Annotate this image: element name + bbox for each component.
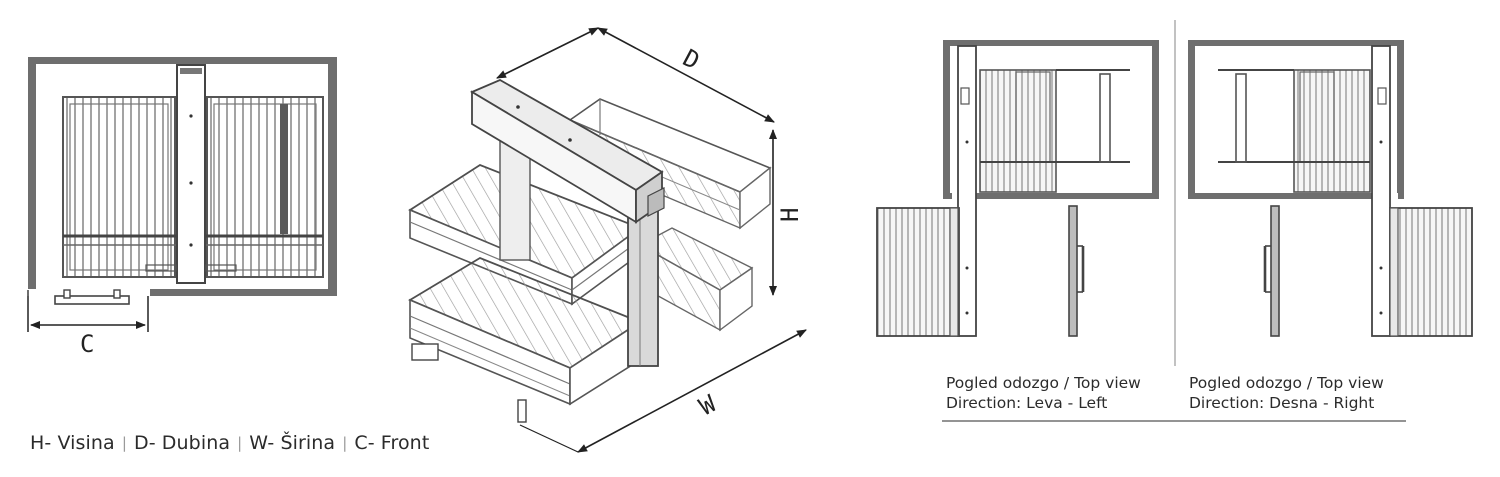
legend-separator: | xyxy=(121,434,127,452)
dim-label-c: C xyxy=(80,330,94,358)
isometric-drawing xyxy=(408,27,807,453)
caption-right-line1: Pogled odozgo / Top view xyxy=(1189,374,1384,392)
dim-label-d: D xyxy=(678,44,704,76)
caption-left-line2: Direction: Leva - Left xyxy=(946,394,1108,412)
legend-separator: | xyxy=(342,434,348,452)
caption-left-view: Pogled odozgo / Top view Direction: Leva… xyxy=(946,373,1141,413)
legend-item-c: C- Front xyxy=(354,432,430,454)
legend-item-h: H- Visina xyxy=(30,432,115,454)
caption-right-view: Pogled odozgo / Top view Direction: Desn… xyxy=(1189,373,1384,413)
top-view-right-drawing xyxy=(1188,40,1473,337)
legend-separator: | xyxy=(237,434,243,452)
top-view-c-drawing xyxy=(22,57,337,332)
caption-right-line2: Direction: Desna - Right xyxy=(1189,394,1375,412)
center-column xyxy=(176,64,206,284)
legend-item-d: D- Dubina xyxy=(133,432,231,454)
dimension-legend: H- Visina | D- Dubina | W- Širina | C- Front xyxy=(30,432,429,454)
dim-label-h: H xyxy=(776,208,804,222)
basket-left xyxy=(62,96,176,278)
basket-right xyxy=(206,96,324,278)
legend-item-w: W- Širina xyxy=(249,432,336,454)
top-view-left-drawing xyxy=(876,40,1159,337)
caption-left-line1: Pogled odozgo / Top view xyxy=(946,374,1141,392)
dim-label-w: W xyxy=(695,389,721,421)
